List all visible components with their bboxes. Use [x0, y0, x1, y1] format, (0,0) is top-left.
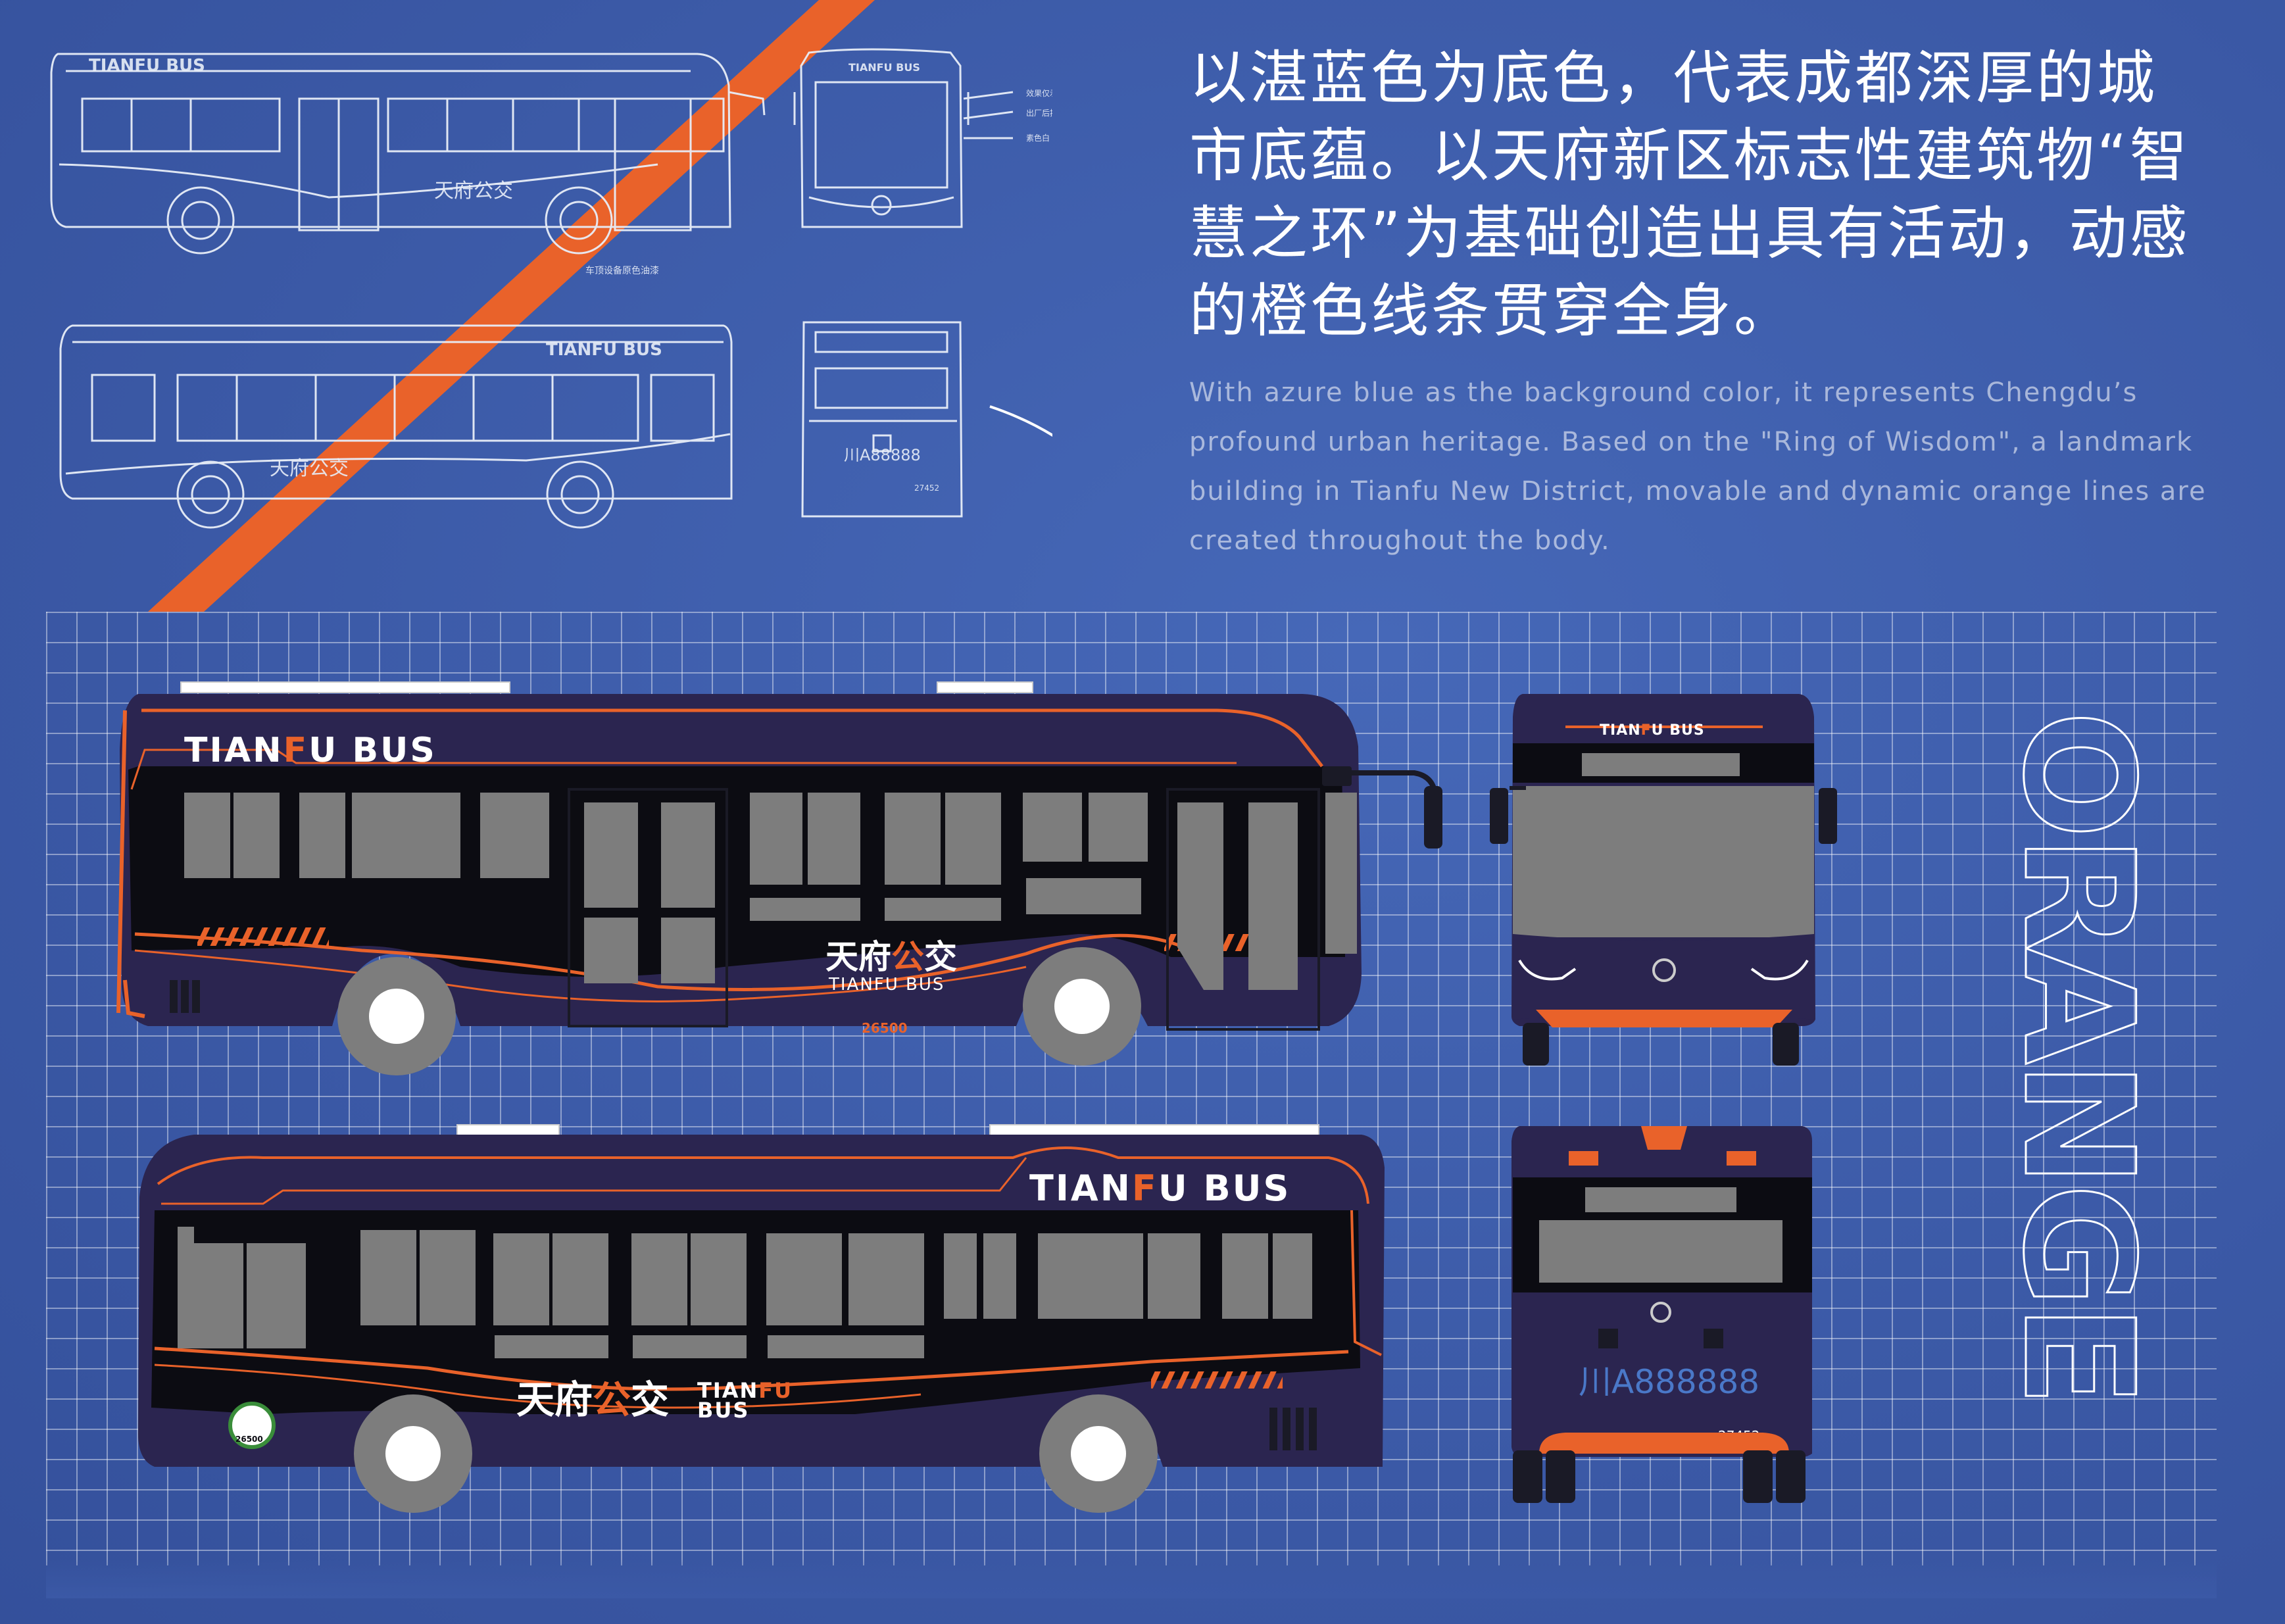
sketch-roof-note: 车顶设备原色油漆 [585, 265, 659, 276]
heading-zh-line: 以湛蓝色为底色，代表成都深厚的城 [1189, 44, 2158, 112]
license-plate: 川A888888 [1579, 1363, 1759, 1401]
zh-logo-side-2: 天府公交 [516, 1377, 669, 1422]
sketch-note-1: 效果仅示意 [1026, 88, 1052, 98]
zh-logo-side-1: 天府公交 [825, 938, 957, 976]
sketch-side-view-front [50, 53, 766, 255]
sketch-zh-rear: 天府公交 [270, 457, 349, 480]
sketch-front-view [793, 48, 1014, 228]
blueprint-sketches: TIANFU BUS 天府公交 TIANFU BUS 天府公交 TIANFU B… [50, 0, 1052, 612]
description-english: With azure blue as the background color,… [1189, 368, 2248, 566]
sketch-side-view-rear [59, 324, 733, 529]
brand-wordmark-front: TIANFU BUS [1600, 722, 1705, 739]
description-line: created throughout the body. [1189, 526, 1611, 556]
vertical-orange-word: ORANGE [1989, 710, 2158, 1404]
sketch-note-2: 出厂后按标准流程喷漆 [1026, 108, 1052, 118]
vertical-word-text: ORANGE [1990, 710, 2157, 1403]
bus-front-view: TIANFU BUS [1490, 694, 1837, 1066]
stack-logo-line-2: BUS [697, 1398, 749, 1423]
curved-arrow [989, 405, 1052, 437]
description-line: With azure blue as the background color,… [1189, 378, 2138, 408]
heading-zh-line: 慧之环”为基础创造出具有活动，动感 [1189, 199, 2190, 267]
heading-zh-line: 的橙色线条贯穿全身。 [1189, 277, 1795, 345]
description-line: profound urban heritage. Based on the "R… [1189, 427, 2194, 457]
bus-side-rear-view: 26500 TIANFU BUS 天府公交 TIANFU BUS [138, 1124, 1385, 1513]
bus-side-door-view: TIANFU BUS 天府公交 TIANFU BUS 26500 [116, 681, 1442, 1075]
sketch-zh-top: 天府公交 [434, 180, 513, 203]
heading-chinese: 以湛蓝色为底色，代表成都深厚的城 市底蕴。以天府新区标志性建筑物“智 慧之环”为… [1189, 39, 2255, 350]
zh-logo-subtitle-side-1: TIANFU BUS [828, 975, 945, 995]
sketch-front-brand: TIANFU BUS [848, 61, 920, 74]
sketch-brand-top: TIANFU BUS [89, 56, 205, 76]
grid-fade [46, 1559, 2217, 1598]
heading-zh-line: 市底蕴。以天府新区标志性建筑物“智 [1189, 122, 2190, 189]
sketch-brand-rear: TIANFU BUS [546, 340, 662, 360]
front-emblem [1652, 958, 1676, 982]
badge-emblem [228, 1402, 276, 1449]
description-line: building in Tianfu New District, movable… [1189, 476, 2207, 506]
bus-rear-view: 川A888888 27452 [1511, 1126, 1812, 1503]
brand-wordmark-side-1: TIANFU BUS [184, 731, 437, 770]
sketch-rear-view [801, 321, 963, 518]
sketch-note-3: 素色白 [1026, 133, 1050, 143]
sketch-rear-number: 27452 [914, 483, 939, 493]
sketch-plate: 川A88888 [844, 446, 921, 464]
rear-emblem [1650, 1302, 1671, 1323]
stack-logo-line-1: TIANFU [697, 1378, 793, 1403]
fleet-number-side-1: 26500 [862, 1020, 908, 1036]
badge-number: 26500 [235, 1435, 263, 1444]
brand-wordmark-side-2: TIANFU BUS [1029, 1168, 1290, 1209]
